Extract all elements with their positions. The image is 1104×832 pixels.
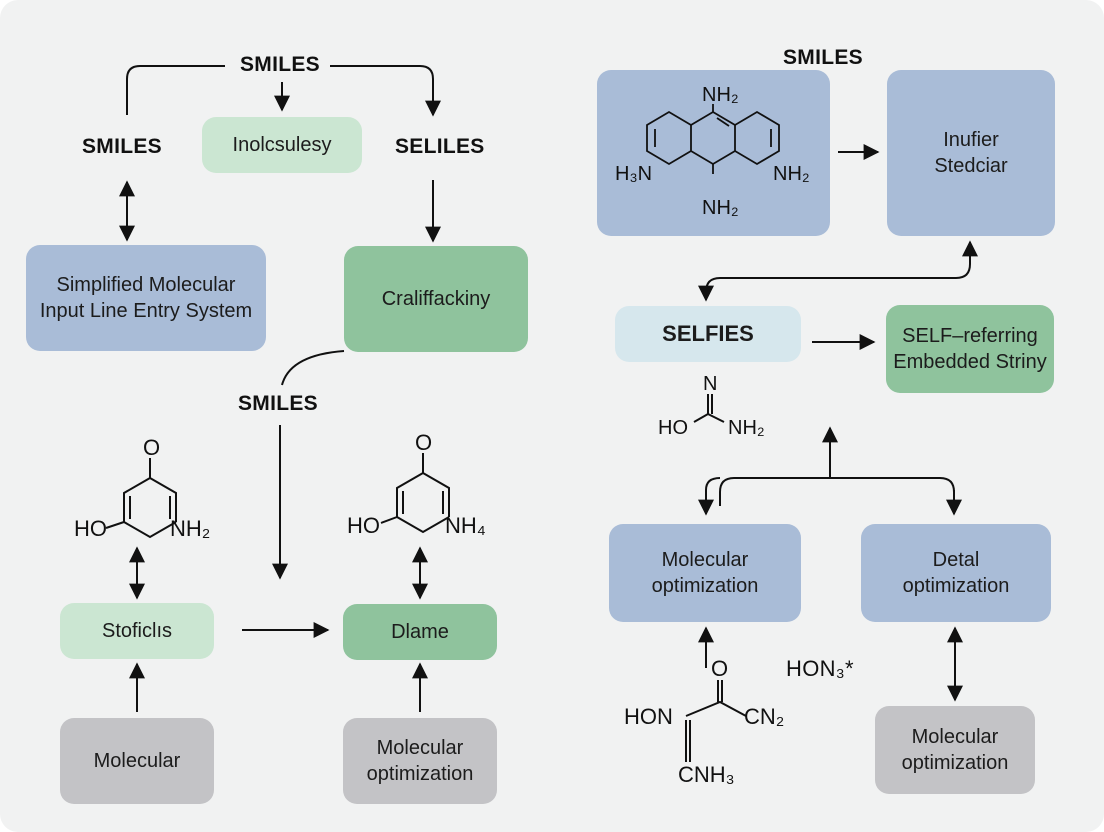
- node-acridine-box[interactable]: [597, 70, 830, 236]
- node-molopt-left-label: Molecular optimization: [367, 735, 474, 787]
- molecule-ring-left: O HO NH₂: [74, 435, 210, 541]
- label-hon3: HON₃*: [786, 656, 854, 681]
- bottom-cn2: CN₂: [744, 704, 784, 729]
- node-inolcsulesy[interactable]: Inolcsulesy: [202, 117, 362, 173]
- node-molopt-left-line2: optimization: [366, 763, 474, 785]
- node-molopt-br-line2: optimization: [901, 752, 1009, 774]
- acridine-nh2-top: NH₂: [702, 84, 739, 106]
- node-molecular[interactable]: Molecular: [60, 718, 214, 804]
- node-selfies-label: SELFIES: [662, 320, 754, 346]
- node-molopt-right-line1: Molecular: [661, 549, 749, 571]
- node-selfref-label: SELF–referring Embedded Striny: [893, 323, 1046, 375]
- node-inufier-line2: Stedciar: [934, 155, 1008, 177]
- node-detal-line2: optimization: [902, 575, 1010, 597]
- node-simplified-line1: Simplified Molecular: [56, 274, 236, 296]
- molecule-acridine: NH₂ H₃N NH₂ NH₂: [615, 84, 810, 219]
- node-dlame[interactable]: Dlame: [343, 604, 497, 660]
- urea-ho: HO: [658, 417, 688, 439]
- edge-smiles-to-smiles-left: [126, 65, 225, 115]
- ring-left-ho: HO: [74, 516, 107, 541]
- ring-mid-o: O: [415, 430, 432, 455]
- node-molopt-right-label: Molecular optimization: [652, 547, 759, 599]
- node-stoficls[interactable]: Stoficlıs: [60, 603, 214, 659]
- node-molopt-br-label: Molecular optimization: [902, 724, 1009, 776]
- node-molecular-optimization-left[interactable]: Molecular optimization: [343, 718, 497, 804]
- acridine-nh2-bottom: NH₂: [702, 197, 739, 219]
- node-stoficls-label: Stoficlıs: [101, 620, 173, 642]
- label-smiles-left: SMILES: [82, 135, 162, 158]
- acridine-nh2-right: NH₂: [773, 163, 810, 185]
- node-inolcsulesy-label: Inolcsulesy: [232, 134, 332, 156]
- edge-branch-join: [705, 477, 721, 491]
- node-inufier[interactable]: Inufier Stedciar: [887, 70, 1055, 236]
- node-molecular-optimization-right[interactable]: Molecular optimization: [609, 524, 801, 622]
- node-craliffackiny[interactable]: Craliffackiny: [344, 246, 528, 352]
- ring-mid-nh: NH₄: [445, 513, 486, 538]
- molecule-bottom: O HON CN₂ CNH₃: [624, 656, 784, 787]
- label-smiles-mid: SMILES: [238, 392, 318, 415]
- node-inufier-line1: Inufier: [943, 129, 999, 151]
- node-detal-line1: Detal: [932, 549, 980, 571]
- molecule-urea: N HO NH₂: [658, 373, 765, 439]
- node-molecular-optimization-bottom-right[interactable]: Molecular optimization: [875, 706, 1035, 794]
- node-detal-label: Detal optimization: [903, 547, 1010, 599]
- node-craliffackiny-label: Craliffackiny: [381, 288, 491, 310]
- node-simplified-line2: Input Line Entry System: [39, 300, 253, 322]
- label-seliles: SELILES: [395, 135, 485, 158]
- ring-left-o: O: [143, 435, 160, 460]
- node-inufier-label: Inufier Stedciar: [934, 127, 1007, 179]
- bottom-cnh3: CNH₃: [678, 762, 735, 787]
- node-detal-optimization[interactable]: Detal optimization: [861, 524, 1051, 622]
- label-smiles-top-left: SMILES: [240, 53, 320, 76]
- bottom-o: O: [711, 656, 728, 681]
- edge-branch: [719, 477, 955, 506]
- ring-mid-ho: HO: [347, 513, 380, 538]
- node-simplified-molecular[interactable]: Simplified Molecular Input Line Entry Sy…: [26, 245, 266, 351]
- node-molopt-right-line2: optimization: [651, 575, 759, 597]
- node-molopt-left-line1: Molecular: [376, 737, 464, 759]
- node-selfies[interactable]: SELFIES: [615, 306, 801, 362]
- node-selfref-line1: SELF–referring: [902, 325, 1038, 347]
- bottom-hon: HON: [624, 704, 673, 729]
- node-selfref-line2: Embedded Striny: [893, 351, 1047, 373]
- edge-craliffackiny-smiles-mid: [281, 350, 345, 386]
- edge-inufier-selfies: [698, 240, 978, 302]
- molecule-ring-mid: O HO NH₄: [347, 430, 486, 538]
- urea-nh2: NH₂: [728, 417, 765, 439]
- node-simplified-label: Simplified Molecular Input Line Entry Sy…: [40, 272, 252, 324]
- node-self-referring[interactable]: SELF–referring Embedded Striny: [886, 305, 1054, 393]
- edge-smiles-to-seliles: [330, 65, 441, 117]
- acridine-h3n: H₃N: [615, 163, 652, 185]
- node-dlame-label: Dlame: [391, 621, 449, 643]
- label-smiles-top-right: SMILES: [783, 46, 863, 69]
- ring-left-nh: NH₂: [170, 516, 210, 541]
- node-molopt-br-line1: Molecular: [911, 726, 999, 748]
- node-molecular-label: Molecular: [93, 750, 181, 772]
- urea-n: N: [703, 373, 717, 395]
